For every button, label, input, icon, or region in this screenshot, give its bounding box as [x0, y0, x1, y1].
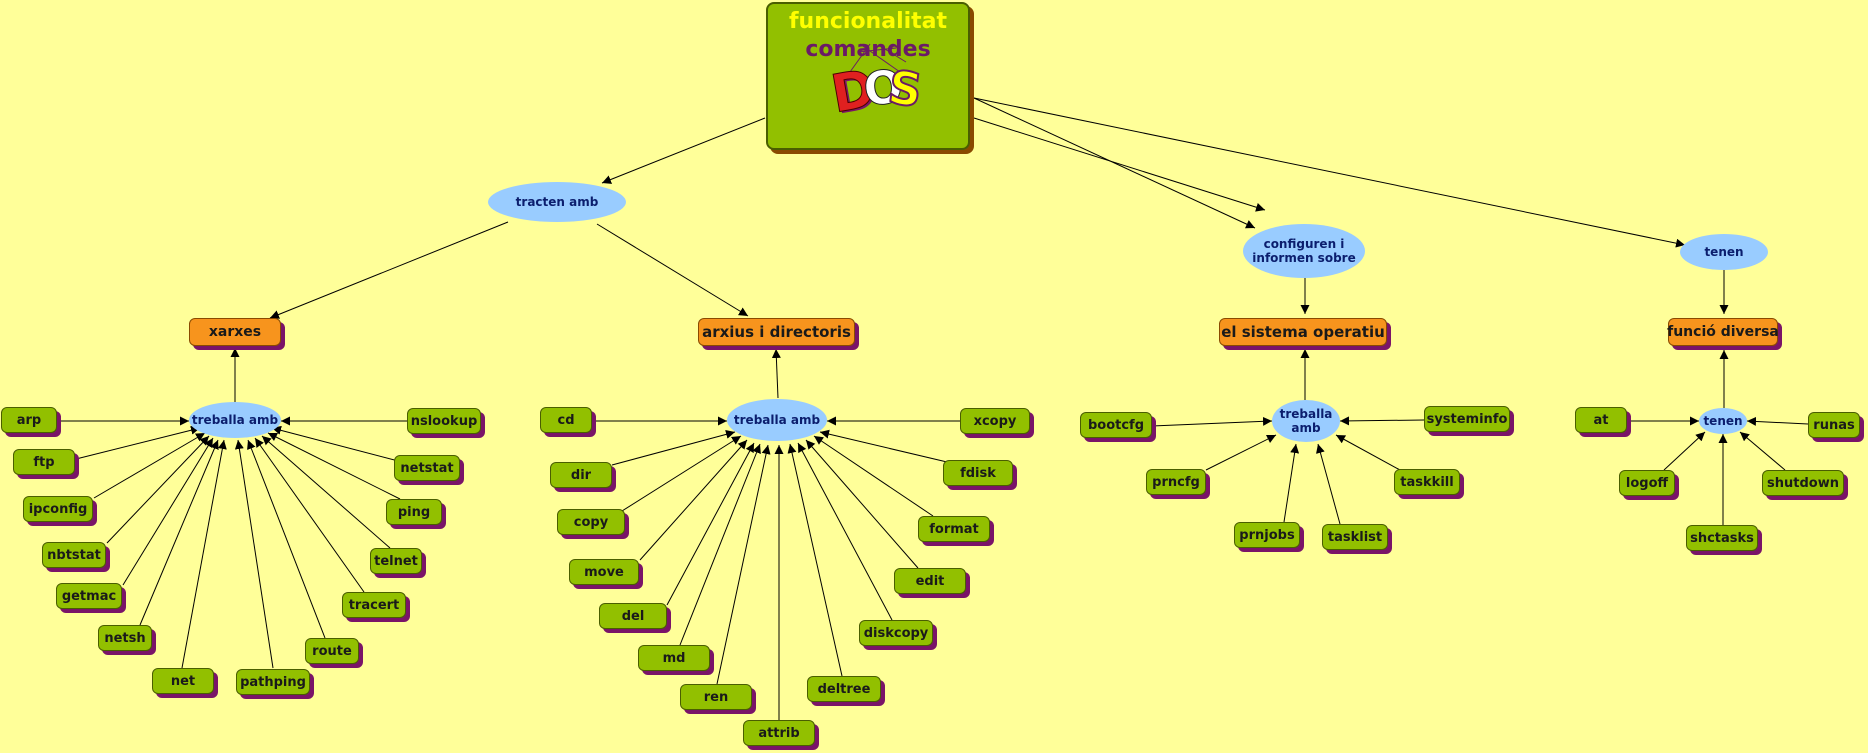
- cmd-nslookup[interactable]: nslookup: [407, 408, 481, 434]
- connector-arrow: [666, 442, 755, 606]
- cmd-ping[interactable]: ping: [386, 499, 442, 525]
- cmd-copy[interactable]: copy: [557, 509, 625, 535]
- cmd-fdisk[interactable]: fdisk: [943, 460, 1013, 486]
- cmd-cd[interactable]: cd: [540, 407, 592, 433]
- cmd-xcopy[interactable]: xcopy: [960, 408, 1030, 434]
- link-treballa-arxius[interactable]: treballa amb: [727, 399, 827, 441]
- link-treballa-xarxes[interactable]: treballa amb: [189, 402, 281, 438]
- cmd-netsh[interactable]: netsh: [98, 625, 152, 651]
- connector-arrow: [1316, 443, 1341, 525]
- connector-arrow: [973, 97, 1686, 248]
- cmd-prncfg[interactable]: prncfg: [1146, 469, 1206, 495]
- category-arxius-directoris[interactable]: arxius i directoris: [698, 318, 855, 346]
- cmd-nbtstat[interactable]: nbtstat: [42, 542, 106, 568]
- cmd-diskcopy[interactable]: diskcopy: [859, 620, 933, 646]
- category-sistema-operatiu[interactable]: el sistema operatiu: [1219, 318, 1387, 346]
- cmd-deltree[interactable]: deltree: [807, 676, 881, 702]
- cmd-systeminfo[interactable]: systeminfo: [1424, 406, 1510, 432]
- connector-arrow: [1335, 434, 1401, 471]
- cmd-runas[interactable]: runas: [1808, 412, 1860, 438]
- connector-arrow: [1663, 431, 1706, 471]
- connector-arrow: [596, 223, 749, 317]
- connector-arrow: [621, 435, 742, 512]
- cmd-net[interactable]: net: [152, 668, 214, 694]
- category-funcio-diversa[interactable]: funció diversa: [1667, 318, 1779, 346]
- cmd-at[interactable]: at: [1575, 407, 1627, 433]
- connector-arrow: [139, 439, 219, 626]
- cmd-md[interactable]: md: [638, 645, 710, 671]
- cmd-format[interactable]: format: [918, 516, 990, 542]
- connector-arrow: [93, 432, 206, 499]
- connector-arrow: [122, 437, 214, 586]
- cmd-telnet[interactable]: telnet: [370, 548, 422, 574]
- connector-arrow: [1339, 416, 1425, 426]
- connector-arrow: [261, 435, 391, 549]
- cmd-dir[interactable]: dir: [550, 462, 612, 488]
- link-configuren[interactable]: configuren i informen sobre: [1243, 224, 1365, 278]
- cmd-shutdown[interactable]: shutdown: [1762, 470, 1844, 496]
- cmd-prnjobs[interactable]: prnjobs: [1234, 522, 1300, 548]
- cmd-taskkill[interactable]: taskkill: [1394, 469, 1460, 495]
- cmd-del[interactable]: del: [599, 603, 667, 629]
- connector-arrow: [787, 443, 843, 677]
- link-tenen-funcio[interactable]: tenen: [1699, 408, 1747, 434]
- connector-arrow: [181, 439, 227, 669]
- svg-text:D: D: [830, 60, 882, 126]
- cmd-tasklist[interactable]: tasklist: [1322, 524, 1388, 550]
- connector-arrow: [611, 429, 736, 466]
- cmd-ren[interactable]: ren: [680, 684, 752, 710]
- connector-arrow: [254, 437, 365, 593]
- connector-arrow: [267, 432, 401, 500]
- connector-arrow: [813, 435, 934, 517]
- connector-arrow: [819, 429, 948, 463]
- cmd-bootcfg[interactable]: bootcfg: [1080, 412, 1152, 438]
- link-tenen-top[interactable]: tenen: [1680, 234, 1768, 270]
- connector-arrow: [716, 444, 771, 685]
- connector-arrow: [247, 439, 326, 639]
- connector-arrow: [234, 439, 274, 669]
- svg-text:D: D: [830, 59, 880, 126]
- cmd-pathping[interactable]: pathping: [236, 669, 310, 695]
- link-treballa-sistema[interactable]: treballa amb: [1272, 400, 1340, 442]
- cmd-ipconfig[interactable]: ipconfig: [23, 496, 93, 522]
- cmd-arp[interactable]: arp: [1, 407, 57, 433]
- connector-arrow: [1739, 431, 1786, 471]
- connector-arrow: [639, 439, 748, 561]
- connector-arrow: [269, 221, 509, 319]
- connector-arrow: [601, 117, 766, 184]
- connector-arrow: [271, 425, 407, 464]
- cmd-tracert[interactable]: tracert: [342, 592, 406, 618]
- connector-arrow: [973, 97, 1256, 229]
- cmd-move[interactable]: move: [569, 559, 639, 585]
- cmd-shctasks[interactable]: shctasks: [1686, 525, 1758, 551]
- cmd-ftp[interactable]: ftp: [13, 449, 75, 475]
- connector-arrow: [1746, 416, 1809, 426]
- cmd-logoff[interactable]: logoff: [1619, 470, 1675, 496]
- cmd-attrib[interactable]: attrib: [743, 720, 815, 746]
- connector-arrow: [75, 425, 201, 460]
- svg-text:S: S: [885, 60, 924, 118]
- link-tracten-amb[interactable]: tracten amb: [488, 182, 626, 222]
- connector-arrow: [679, 443, 761, 646]
- connector-arrow: [771, 348, 781, 399]
- dos-logo-icon: D D O S: [830, 43, 924, 126]
- connector-arrow: [1283, 443, 1300, 523]
- svg-text:O: O: [861, 59, 906, 117]
- connector-arrow: [805, 439, 919, 569]
- connector-arrow: [1151, 416, 1273, 427]
- connector-arrow: [1205, 434, 1277, 471]
- cmd-getmac[interactable]: getmac: [56, 583, 122, 609]
- cmd-netstat[interactable]: netstat: [394, 455, 460, 481]
- connector-arrow: [106, 435, 210, 544]
- cmd-edit[interactable]: edit: [894, 568, 966, 594]
- connector-arrow: [973, 117, 1266, 212]
- cmd-route[interactable]: route: [305, 638, 359, 664]
- category-xarxes[interactable]: xarxes: [189, 318, 281, 346]
- root-title-line1: funcionalitat: [788, 9, 948, 34]
- connector-arrow: [797, 442, 893, 621]
- root-concept[interactable]: funcionalitat comandes D D O S: [766, 2, 970, 150]
